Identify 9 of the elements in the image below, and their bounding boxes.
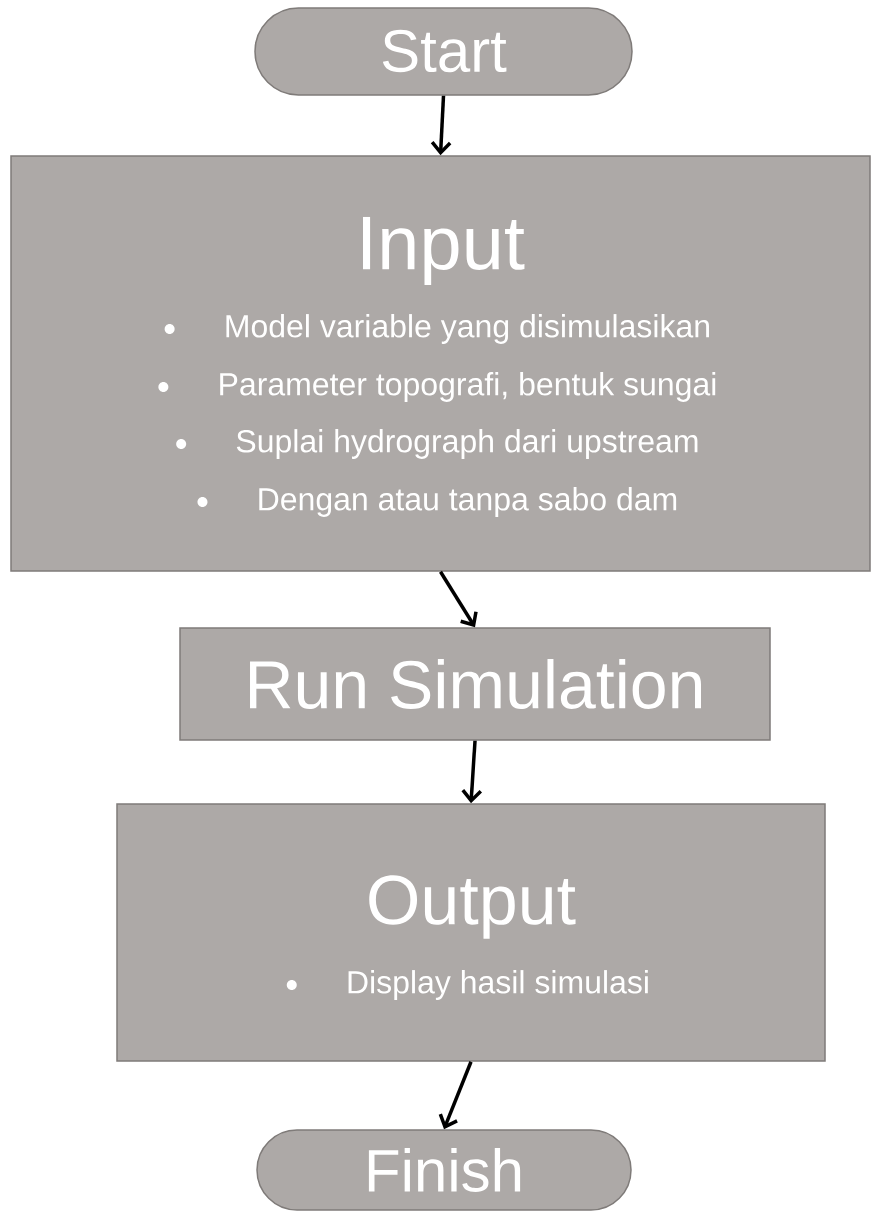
arrow	[430, 95, 452, 156]
terminal-box: Start	[254, 7, 633, 96]
arrow	[461, 740, 482, 804]
arrow	[439, 570, 478, 628]
arrow	[438, 1061, 473, 1130]
process-box: Run Simulation	[179, 627, 771, 741]
process-box: Output Display hasil simulasi	[116, 803, 826, 1062]
process-box: Input Model variable yang disimulasikan Parameter topografi, bentuk sungai Suplai hydrograph dari upstream Dengan atau tanpa sabo dam	[10, 155, 871, 572]
terminal-box: Finish	[256, 1129, 632, 1211]
